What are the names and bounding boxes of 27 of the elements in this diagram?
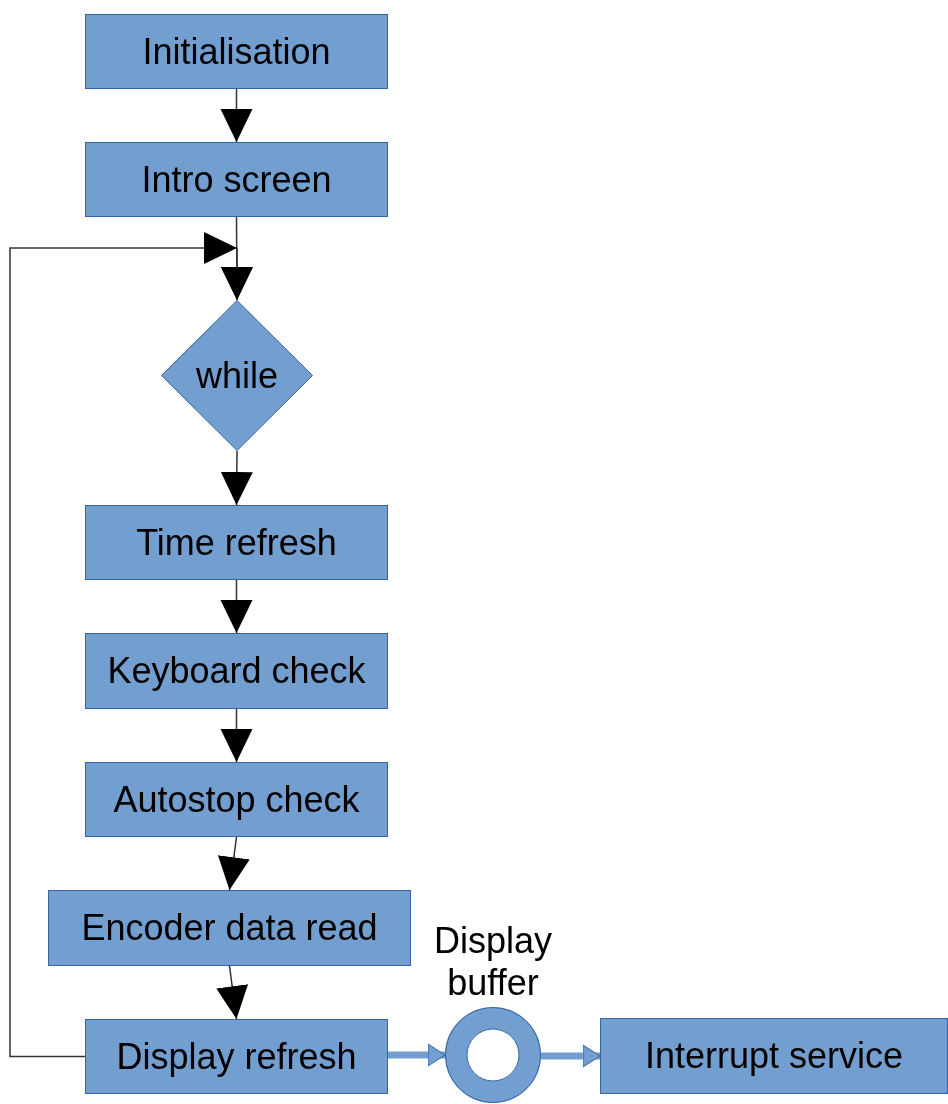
- process-box: [85, 633, 388, 709]
- arrow: [9, 232, 253, 1058]
- arrow: [220, 450, 253, 506]
- process-box: [600, 1018, 948, 1094]
- process-box: [85, 1019, 388, 1094]
- node-label: Time refresh: [136, 524, 337, 561]
- node-label: Initialisation: [142, 33, 331, 70]
- node-label: Interrupt service: [644, 1038, 904, 1074]
- node-label: while: [195, 357, 278, 394]
- process-box: [85, 14, 388, 89]
- node-label: Display refresh: [116, 1038, 357, 1075]
- process-box: [85, 142, 388, 217]
- node-label: Display buffer: [432, 920, 553, 1004]
- node-label: Encoder data read: [81, 910, 378, 946]
- arrow: [216, 965, 249, 1020]
- node-label: Intro screen: [141, 161, 332, 198]
- arrow: [220, 708, 253, 763]
- node-label: Keyboard check: [107, 653, 366, 689]
- process-box: [48, 890, 411, 966]
- process-box: [85, 505, 388, 580]
- arrow: [220, 88, 253, 143]
- node-label: Autostop check: [113, 781, 360, 818]
- arrow: [388, 1043, 446, 1067]
- arrow: [220, 579, 253, 634]
- decision-diamond: [161, 300, 313, 451]
- process-box: [85, 762, 388, 837]
- arrow: [217, 836, 250, 891]
